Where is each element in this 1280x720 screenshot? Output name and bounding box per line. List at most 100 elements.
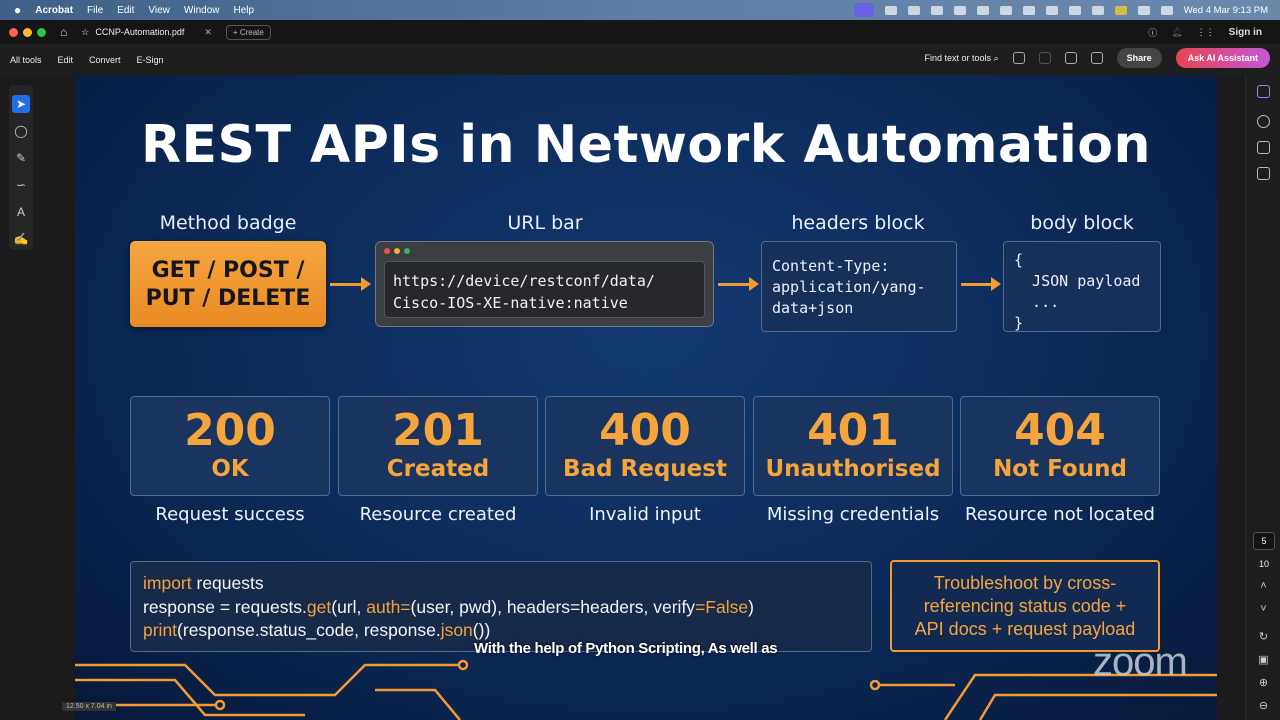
sign-in-button[interactable]: Sign in (1228, 26, 1262, 38)
wifi-icon[interactable] (1091, 5, 1104, 15)
maximize-window-button[interactable] (37, 27, 46, 37)
comment-icon[interactable]: ◯ (14, 124, 28, 138)
print-icon[interactable] (1090, 52, 1103, 64)
highlight-pen-icon[interactable]: ✎ (15, 151, 27, 165)
create-label: Create (239, 27, 264, 37)
method-badge: GET / POST / PUT / DELETE (130, 241, 326, 327)
save-icon[interactable] (1038, 52, 1051, 64)
convert-menu[interactable]: Convert (89, 54, 121, 65)
status-name: OK (211, 456, 249, 482)
display-icon[interactable] (1022, 5, 1035, 15)
clock[interactable]: Wed 4 Mar 9:13 PM (1183, 4, 1268, 16)
upload-cloud-icon[interactable] (1064, 52, 1077, 64)
url-bar-box: https://device/restconf/data/Cisco-IOS-X… (375, 241, 714, 327)
label-url-bar: URL bar (507, 212, 583, 234)
code-line-3: print(response.status_code, response.jso… (143, 619, 859, 643)
menu-help[interactable]: Help (233, 4, 255, 16)
screen-share-icon[interactable] (853, 3, 874, 17)
total-pages: 10 (1258, 559, 1269, 569)
current-page-field[interactable]: 5 (1253, 532, 1275, 550)
star-icon[interactable]: ☆ (81, 26, 90, 37)
tab-document[interactable]: ☆ CCNP-Automation.pdf ✕ (81, 27, 212, 38)
zoom-in-icon[interactable]: ⊕ (1258, 677, 1269, 689)
code-token: print (143, 620, 178, 640)
apple-icon[interactable]: ● (14, 3, 22, 17)
share-button[interactable]: Share (1116, 48, 1162, 68)
code-token: import (143, 573, 192, 593)
code-line-2: response = requests.get(url, auth=(user,… (143, 596, 859, 620)
bluetooth-icon[interactable] (1045, 5, 1058, 15)
vpn-icon[interactable] (976, 5, 989, 15)
find-tools-search[interactable]: Find text or tools ⌕ (925, 53, 999, 64)
code-token: ) (748, 596, 754, 617)
menu-window[interactable]: Window (183, 4, 220, 16)
rotate-icon[interactable]: ↻ (1258, 631, 1269, 643)
close-tab-icon[interactable]: ✕ (204, 26, 212, 37)
menu-edit[interactable]: Edit (117, 4, 135, 16)
monitor-icon[interactable] (1068, 5, 1081, 15)
close-window-button[interactable] (9, 27, 18, 37)
home-icon[interactable]: ⌂ (60, 25, 68, 39)
comments-icon[interactable] (1257, 115, 1270, 128)
cloud-icon[interactable] (907, 5, 920, 15)
status-name: Bad Request (563, 456, 727, 482)
bell-icon[interactable]: 🔔︎ (1171, 26, 1183, 37)
signature-icon[interactable]: ✍ (13, 232, 29, 246)
status-code: 400 (599, 405, 691, 456)
zoom-caption-subtitle: With the help of Python Scripting, As we… (474, 640, 778, 657)
network-icon[interactable] (999, 5, 1012, 15)
python-code-block: import requests response = requests.get(… (130, 561, 872, 652)
method-line-2: PUT / DELETE (145, 286, 311, 311)
green-dot (404, 248, 410, 254)
all-tools-menu[interactable]: All tools (10, 54, 42, 65)
control-center-icon[interactable] (1160, 5, 1173, 15)
page-down-icon[interactable]: ˅ (1260, 603, 1267, 615)
battery-icon[interactable] (1114, 5, 1127, 15)
status-desc: Request success (155, 504, 305, 525)
status-code: 200 (184, 405, 276, 456)
spotlight-icon[interactable] (1137, 5, 1150, 15)
ask-ai-assistant-button[interactable]: Ask AI Assistant (1175, 48, 1270, 68)
right-sidebar: 5 10 ˄ ˅ ↻ ▣ ⊕ ⊖ (1245, 75, 1280, 720)
yellow-dot (394, 248, 400, 254)
status-name: Unauthorised (765, 456, 941, 482)
pages-icon[interactable] (1257, 167, 1270, 180)
code-token: (user, pwd), headers=headers, verify (410, 596, 696, 617)
edit-menu[interactable]: Edit (57, 54, 74, 65)
bookmark-icon[interactable] (1257, 141, 1270, 154)
pdf-slide-page: REST APIs in Network Automation Method b… (75, 75, 1217, 720)
tab-title: CCNP-Automation.pdf (95, 27, 185, 37)
ai-summary-icon[interactable] (1257, 85, 1270, 98)
status-code: 201 (392, 405, 484, 456)
ai-tools-icon[interactable] (1012, 52, 1025, 64)
find-label: Find text or tools (924, 52, 992, 63)
minimize-window-button[interactable] (23, 27, 32, 37)
menu-file[interactable]: File (87, 4, 104, 16)
status-desc: Resource not located (965, 504, 1155, 525)
esign-menu[interactable]: E-Sign (136, 54, 164, 65)
zoom-watermark-logo: zoom (1093, 640, 1188, 684)
select-cursor-icon[interactable]: ➤ (12, 95, 30, 113)
code-token: response = requests. (143, 596, 307, 617)
fit-page-icon[interactable]: ▣ (1258, 654, 1269, 666)
page-size-label: 12.50 x 7.04 in (62, 702, 116, 711)
menu-view[interactable]: View (148, 4, 170, 16)
apps-grid-icon[interactable]: ⋮⋮ (1196, 26, 1215, 37)
page-up-icon[interactable]: ˄ (1260, 580, 1267, 592)
zoom-out-icon[interactable]: ⊖ (1258, 700, 1269, 712)
text-box-icon[interactable]: A (16, 205, 25, 219)
macos-menubar: ● Acrobat File Edit View Window Help Wed… (0, 0, 1280, 20)
status-desc: Resource created (359, 504, 517, 525)
help-icon[interactable]: ⓘ (1148, 27, 1158, 38)
menu-acrobat[interactable]: Acrobat (35, 4, 74, 16)
create-button[interactable]: + Create (225, 24, 271, 40)
search-icon: ⌕ (993, 52, 999, 63)
zoom-status-icon[interactable] (884, 5, 897, 15)
app-status-icon[interactable] (930, 5, 943, 15)
draw-freehand-icon[interactable]: ∽ (15, 178, 27, 192)
app-status-icon-2[interactable] (953, 5, 966, 15)
